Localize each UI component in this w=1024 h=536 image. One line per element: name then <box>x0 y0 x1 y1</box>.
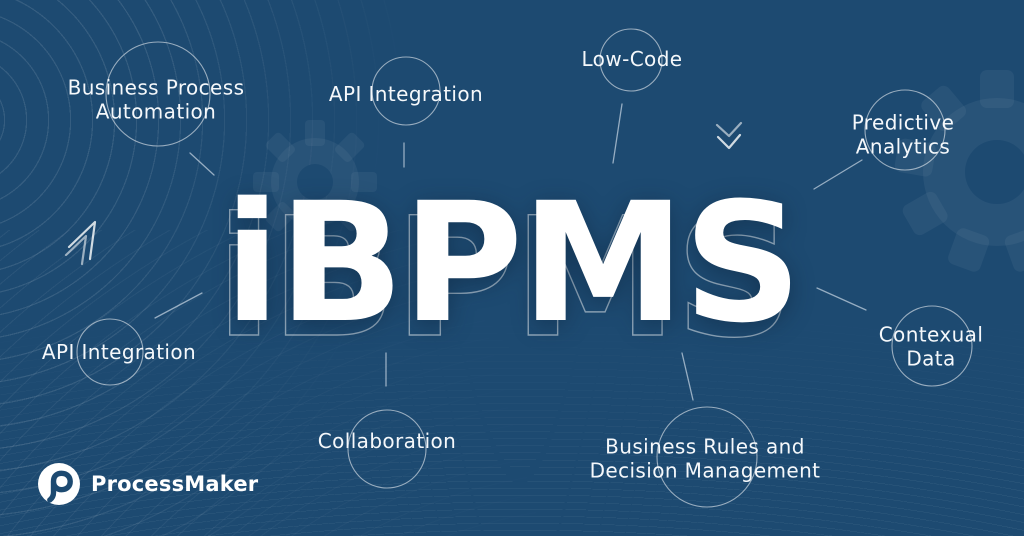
brand-name: ProcessMaker <box>91 472 259 496</box>
feature-label-api-integration-left: API Integration <box>41 339 197 364</box>
feature-circle <box>76 318 144 386</box>
feature-label-predictive-analytics: Predictive Analytics <box>851 110 955 159</box>
processmaker-logo-icon <box>38 463 80 505</box>
feature-label-business-rules-decision-management: Business Rules and Decision Management <box>589 434 821 483</box>
chevron-down-icon <box>715 121 743 150</box>
feature-circle <box>891 305 973 387</box>
connector-line <box>813 159 863 190</box>
feature-label-business-process-automation: Business Process Automation <box>67 75 245 124</box>
feature-circle <box>105 41 211 147</box>
connector-line <box>189 152 215 176</box>
feature-label-contexual-data: Contexual Data <box>878 322 984 371</box>
feature-label-low-code: Low-Code <box>581 46 683 71</box>
gear-icon <box>253 120 377 244</box>
feature-label-collaboration: Collaboration <box>317 428 457 453</box>
gear-icon <box>894 70 1024 272</box>
feature-circle <box>347 409 427 489</box>
connector-line <box>154 292 203 319</box>
connector-line <box>816 287 867 311</box>
feature-circle <box>371 56 441 126</box>
connector-line <box>681 352 694 401</box>
connector-line <box>612 103 623 164</box>
processmaker-brand: ProcessMaker <box>37 462 258 506</box>
main-title-outline: iBPMS <box>216 182 792 374</box>
main-title: iBPMS <box>224 167 800 359</box>
chevron-up-right-icon <box>64 220 97 266</box>
feature-label-api-integration-top: API Integration <box>328 81 484 106</box>
feature-circle <box>599 28 663 92</box>
feature-circle <box>656 406 758 508</box>
feature-circle <box>864 89 946 171</box>
